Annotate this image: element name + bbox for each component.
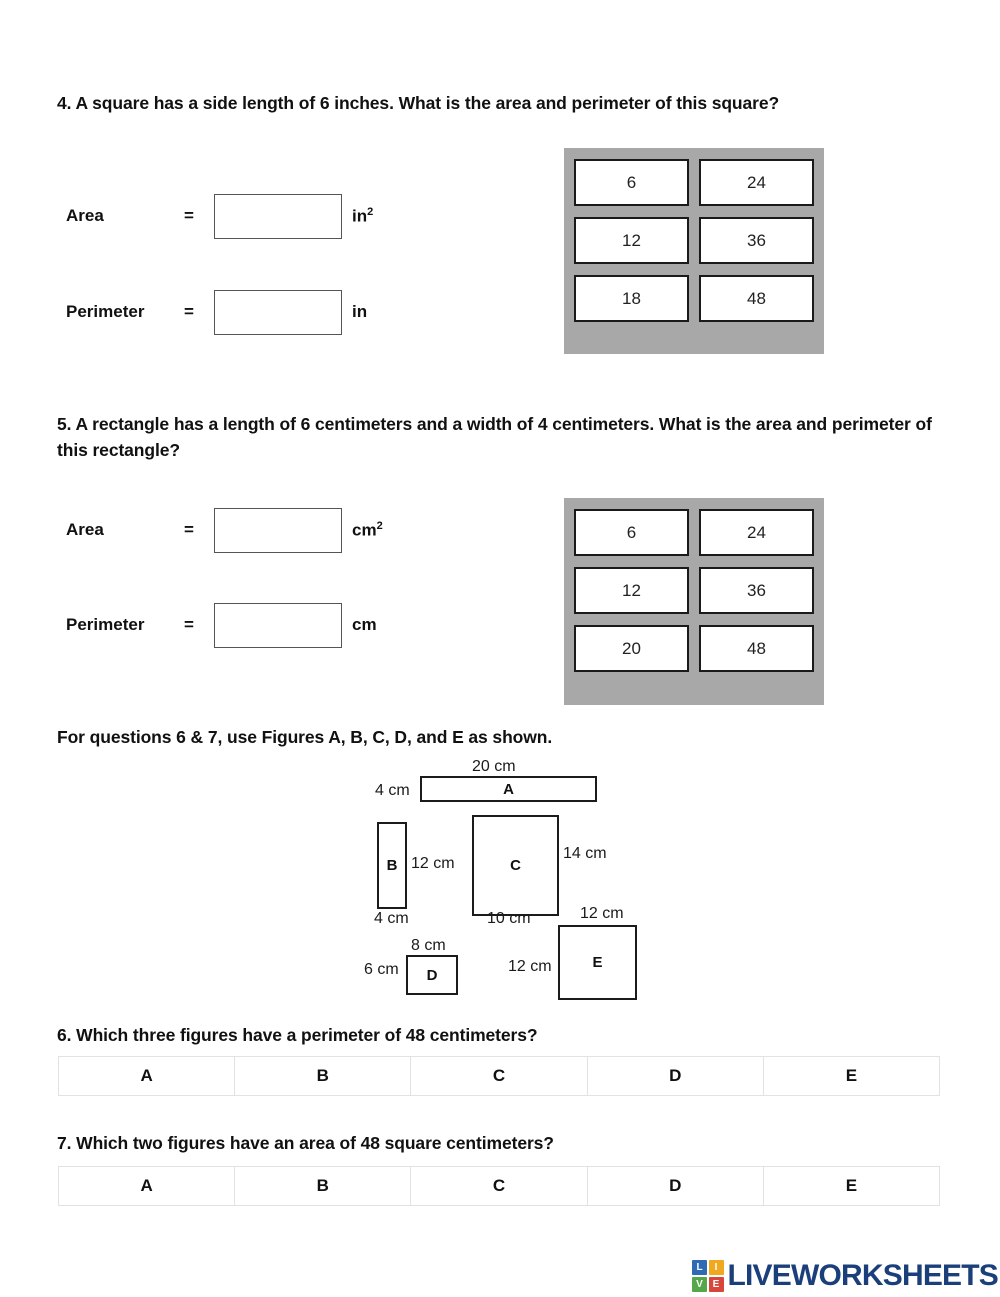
figure-e-width-dim: 12 cm xyxy=(580,905,624,922)
logo-tile-l: L xyxy=(692,1260,707,1276)
question-4-prompt: 4. A square has a side length of 6 inche… xyxy=(57,93,780,113)
q4-area-unit: in2 xyxy=(352,206,373,227)
figure-a-width-dim: 20 cm xyxy=(472,758,516,775)
q4-area-unit-text: in xyxy=(352,206,368,226)
figure-d-width-dim: 8 cm xyxy=(411,937,446,954)
figure-a-height-dim: 4 cm xyxy=(375,782,410,799)
logo-tile-v: V xyxy=(692,1276,707,1292)
figures-intro-text: For questions 6 & 7, use Figures A, B, C… xyxy=(57,727,553,747)
q6-option-c[interactable]: C xyxy=(411,1057,588,1095)
liveworksheets-logo-icon: L I V E xyxy=(692,1260,724,1292)
q7-option-c[interactable]: C xyxy=(411,1167,588,1205)
q6-option-e[interactable]: E xyxy=(845,1066,858,1085)
q4-choice-cell[interactable]: 12 xyxy=(574,217,689,264)
figure-d-height-dim: 6 cm xyxy=(364,961,399,978)
q7-option-a[interactable]: A xyxy=(59,1167,236,1205)
q4-choice-cell[interactable]: 6 xyxy=(574,159,689,206)
figures-diagram: 20 cm 4 cm A B 12 cm 4 cm C 14 cm 10 cm … xyxy=(0,755,1000,1005)
q6-option-d[interactable]: D xyxy=(588,1057,764,1095)
q7-answer-table: A B C D E xyxy=(58,1166,940,1206)
liveworksheets-wordmark: LIVEWORKSHEETS xyxy=(727,1259,999,1292)
q6-answer-table: A B C D E xyxy=(58,1056,940,1096)
q5-area-unit-text: cm xyxy=(352,520,377,540)
liveworksheets-logo[interactable]: L I V E LIVEWORKSHEETS xyxy=(692,1255,999,1297)
q4-area-unit-exponent: 2 xyxy=(367,205,374,218)
q5-perimeter-input[interactable] xyxy=(214,602,342,648)
q5-perimeter-unit: cm xyxy=(352,615,377,634)
q4-choice-cell[interactable]: 18 xyxy=(574,275,689,322)
logo-tile-i: I xyxy=(708,1260,724,1276)
q4-perimeter-unit: in xyxy=(352,302,368,321)
q5-area-row: Area = cm2 xyxy=(66,507,383,553)
question-7-prompt: 7. Which two figures have an area of 48 … xyxy=(57,1133,554,1153)
q6-option-a[interactable]: A xyxy=(59,1057,236,1095)
q5-choice-cell[interactable]: 48 xyxy=(699,625,814,672)
q5-choice-panel: 6 24 12 36 20 48 xyxy=(564,498,824,705)
q7-option-d[interactable]: D xyxy=(588,1167,764,1205)
q4-choice-panel: 6 24 12 36 18 48 xyxy=(564,148,824,354)
q4-perimeter-input[interactable] xyxy=(214,289,342,335)
q5-area-unit: cm2 xyxy=(352,520,383,541)
q4-area-equals: = xyxy=(184,206,194,225)
q5-area-equals: = xyxy=(184,520,194,539)
q4-choice-cell[interactable]: 48 xyxy=(699,275,814,322)
q5-choice-cell[interactable]: 12 xyxy=(574,567,689,614)
q5-perimeter-equals: = xyxy=(184,615,194,634)
q4-perimeter-row: Perimeter = in xyxy=(66,289,367,335)
figure-a-rect: A xyxy=(420,776,597,802)
figure-e-height-dim: 12 cm xyxy=(508,958,552,975)
q4-perimeter-equals: = xyxy=(184,302,194,321)
figure-d-rect: D xyxy=(406,955,458,995)
q4-area-row: Area = in2 xyxy=(66,193,373,239)
q5-choice-cell[interactable]: 6 xyxy=(574,509,689,556)
q5-perimeter-label: Perimeter xyxy=(66,615,145,634)
figure-b-width-dim: 4 cm xyxy=(374,910,409,927)
q4-area-input[interactable] xyxy=(214,193,342,239)
q7-option-e[interactable]: E xyxy=(845,1176,858,1195)
question-6-prompt: 6. Which three figures have a perimeter … xyxy=(57,1025,538,1045)
q5-perimeter-row: Perimeter = cm xyxy=(66,602,377,648)
q6-option-b[interactable]: B xyxy=(235,1057,412,1095)
q5-area-unit-exponent: 2 xyxy=(376,519,383,532)
question-5-prompt: 5. A rectangle has a length of 6 centime… xyxy=(57,414,932,460)
q5-area-input[interactable] xyxy=(214,507,342,553)
figure-b-rect: B xyxy=(377,822,407,909)
q4-area-label: Area xyxy=(66,206,104,225)
figure-e-rect: E xyxy=(558,925,637,1000)
q4-choice-cell[interactable]: 36 xyxy=(699,217,814,264)
q5-choice-cell[interactable]: 36 xyxy=(699,567,814,614)
q4-perimeter-label: Perimeter xyxy=(66,302,145,321)
q7-option-b[interactable]: B xyxy=(235,1167,412,1205)
logo-tile-e: E xyxy=(708,1276,724,1292)
figure-b-height-dim: 12 cm xyxy=(411,855,455,872)
q5-choice-cell[interactable]: 20 xyxy=(574,625,689,672)
figure-c-width-dim: 10 cm xyxy=(487,910,531,927)
figure-c-rect: C xyxy=(472,815,559,916)
q5-area-label: Area xyxy=(66,520,104,539)
figure-c-height-dim: 14 cm xyxy=(563,845,607,862)
q5-choice-cell[interactable]: 24 xyxy=(699,509,814,556)
q4-choice-cell[interactable]: 24 xyxy=(699,159,814,206)
